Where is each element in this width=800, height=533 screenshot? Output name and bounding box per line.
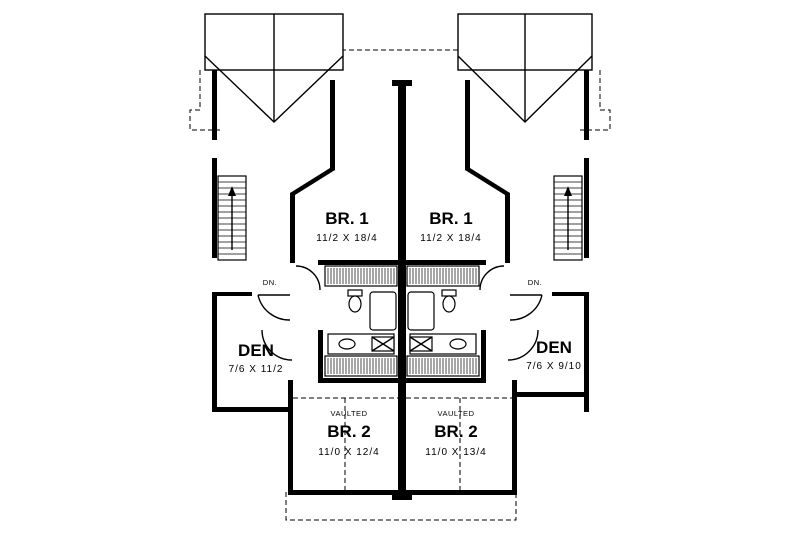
toilet-icon — [441, 289, 457, 297]
toilet-icon — [347, 289, 363, 297]
den-right-dims: 7/6 X 9/10 — [526, 361, 582, 372]
br2-left-note: VAULTED — [331, 409, 368, 418]
bath-fixtures — [327, 289, 477, 355]
sink-icon — [449, 338, 467, 350]
br1-right-name: BR. 1 — [429, 209, 472, 228]
walls — [212, 70, 589, 500]
den-right-name: DEN — [536, 338, 572, 357]
br2-left-dims: 11/0 X 12/4 — [318, 447, 379, 458]
br1-left-dims: 11/2 X 18/4 — [316, 233, 377, 244]
stair-left-label: DN. — [263, 278, 277, 287]
roof-outlines — [189, 13, 611, 521]
stair-right-label: DN. — [528, 278, 542, 287]
br2-right-dims: 11/0 X 13/4 — [425, 447, 486, 458]
door-swings — [257, 265, 543, 490]
stairs — [217, 175, 583, 261]
br1-right-dims: 11/2 X 18/4 — [420, 233, 481, 244]
br2-right-note: VAULTED — [438, 409, 475, 418]
den-left-name: DEN — [238, 341, 274, 360]
room-labels: BR. 1 11/2 X 18/4 BR. 1 11/2 X 18/4 DEN … — [229, 209, 582, 458]
br2-left-name: BR. 2 — [327, 422, 370, 441]
closets — [324, 265, 480, 377]
sink-icon — [338, 338, 356, 350]
den-left-dims: 7/6 X 11/2 — [229, 364, 284, 375]
br1-left-name: BR. 1 — [325, 209, 368, 228]
br2-right-name: BR. 2 — [434, 422, 477, 441]
